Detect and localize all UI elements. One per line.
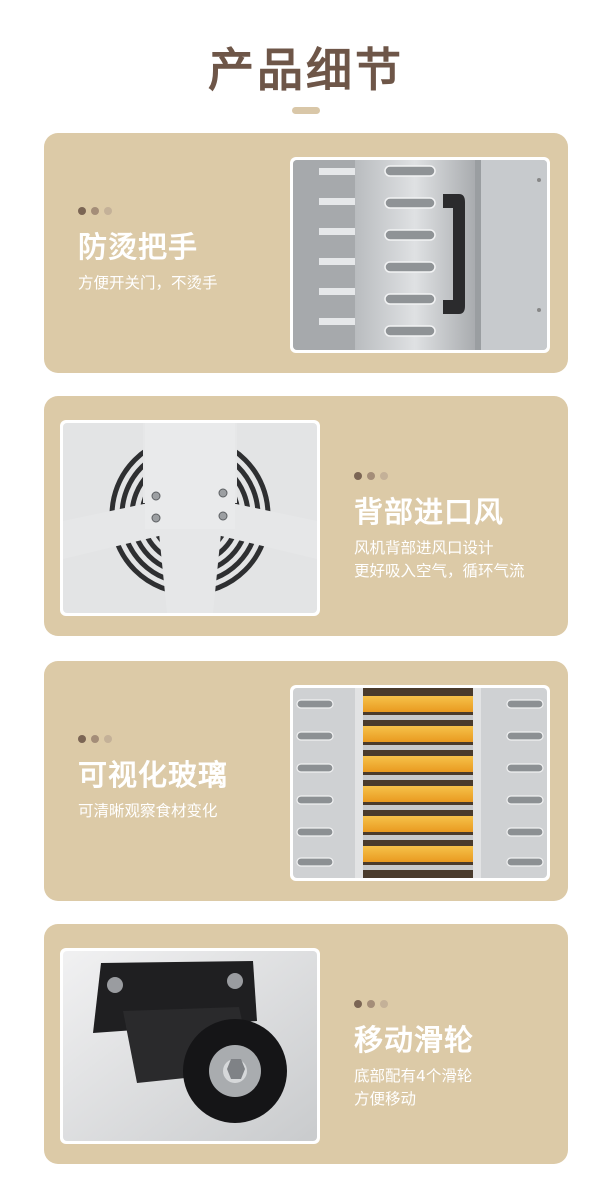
- feature-card-glass: 可视化玻璃 可清晰观察食材变化: [44, 661, 568, 901]
- decorative-dots: [354, 472, 525, 480]
- decorative-dots: [78, 735, 228, 743]
- title-underline: [292, 107, 320, 114]
- fan-vent-photo-icon: [60, 420, 320, 616]
- feature-desc-line: 风机背部进风口设计: [354, 539, 494, 558]
- feature-desc-line: 可清晰观察食材变化: [78, 802, 218, 821]
- feature-desc-line: 底部配有4个滑轮: [354, 1067, 473, 1086]
- feature-title: 背部进口风: [354, 495, 505, 529]
- feature-title: 防烫把手: [78, 230, 199, 264]
- feature-desc-line: 更好吸入空气，循环气流: [354, 562, 525, 581]
- caster-wheel-photo-icon: [60, 948, 320, 1144]
- feature-card-wheel: 移动滑轮 底部配有4个滑轮 方便移动: [44, 924, 568, 1164]
- decorative-dots: [354, 1000, 474, 1008]
- feature-title: 可视化玻璃: [78, 758, 229, 792]
- feature-text-wheel: 移动滑轮 底部配有4个滑轮 方便移动: [354, 1000, 474, 1110]
- page-title: 产品细节: [208, 43, 404, 97]
- feature-card-handle: 防烫把手 方便开关门，不烫手: [44, 133, 568, 373]
- glass-window-photo-icon: [290, 685, 550, 881]
- feature-text-fan: 背部进口风 风机背部进风口设计 更好吸入空气，循环气流: [354, 472, 525, 582]
- handle-photo-icon: [290, 157, 550, 353]
- feature-title: 移动滑轮: [354, 1023, 475, 1057]
- feature-text-handle: 防烫把手 方便开关门，不烫手: [78, 207, 218, 294]
- decorative-dots: [78, 207, 218, 215]
- feature-card-fan: 背部进口风 风机背部进风口设计 更好吸入空气，循环气流: [44, 396, 568, 636]
- feature-desc-line: 方便移动: [354, 1090, 417, 1109]
- feature-text-glass: 可视化玻璃 可清晰观察食材变化: [78, 735, 228, 822]
- feature-desc-line: 方便开关门，不烫手: [78, 274, 218, 293]
